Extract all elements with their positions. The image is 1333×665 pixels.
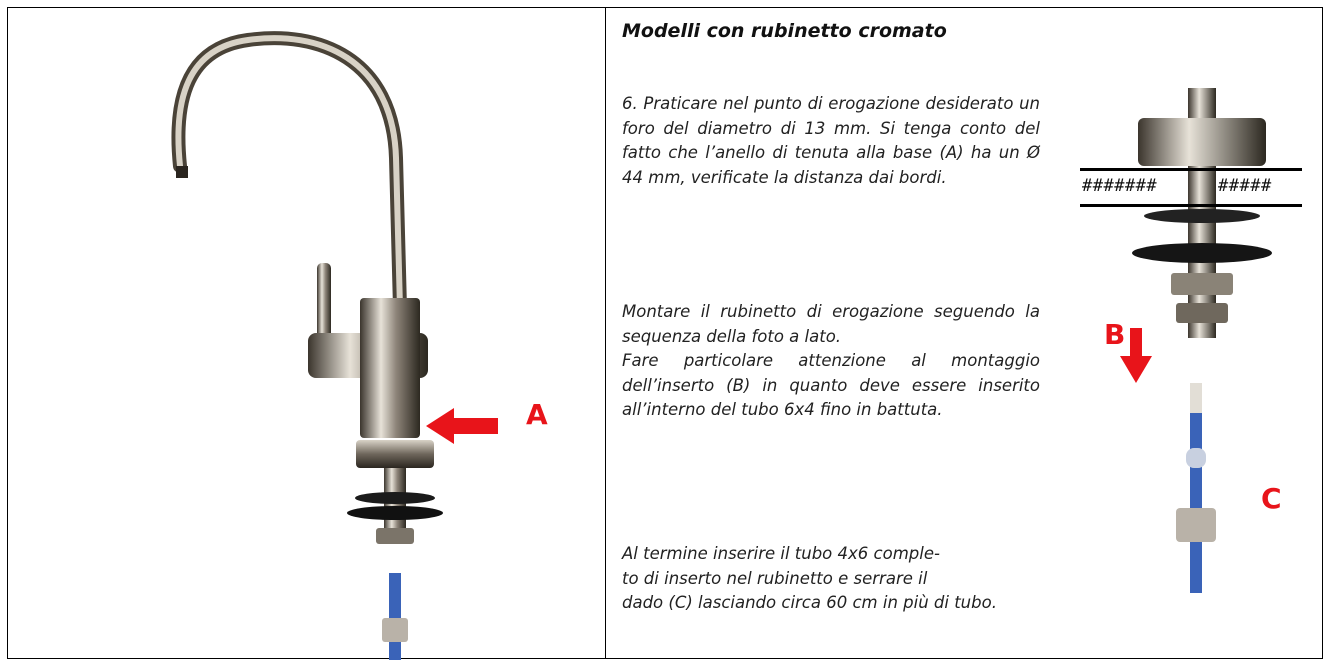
top-rule bbox=[1080, 168, 1302, 171]
assembly-line-1: Montare il rubinetto di erogazione segue… bbox=[622, 302, 1040, 346]
faucet-handle bbox=[317, 263, 331, 338]
gasket-1 bbox=[355, 492, 435, 504]
lock-nut bbox=[1171, 273, 1233, 295]
nut bbox=[376, 528, 414, 544]
assembly-instructions: Montare il rubinetto di erogazione segue… bbox=[622, 300, 1040, 423]
threaded-shank bbox=[384, 468, 406, 543]
faucet-photo-panel: A bbox=[8, 8, 605, 663]
washer-1 bbox=[1144, 209, 1260, 223]
spout-tip bbox=[176, 166, 188, 178]
arrow-a-icon bbox=[426, 408, 498, 444]
label-b: B bbox=[1104, 318, 1126, 351]
placeholder-text-left: ####### bbox=[1082, 176, 1158, 196]
bottom-rule bbox=[1080, 204, 1302, 207]
final-line-1: Al termine inserire il tubo 4x6 comple- bbox=[622, 544, 940, 563]
arrow-b-shaft bbox=[1130, 328, 1142, 358]
gasket-2 bbox=[347, 506, 443, 520]
compression-nut bbox=[1176, 508, 1216, 542]
lock-nut-2 bbox=[1176, 303, 1228, 323]
label-c: C bbox=[1261, 482, 1282, 515]
label-a: A bbox=[526, 398, 548, 431]
tube-nut bbox=[382, 618, 408, 642]
base-flange bbox=[1138, 118, 1266, 166]
document-frame: A Modelli con rubinetto cromato 6. Prati… bbox=[7, 7, 1323, 663]
placeholder-text-right: ##### bbox=[1218, 176, 1272, 196]
instructions-panel: Modelli con rubinetto cromato 6. Pratica… bbox=[606, 8, 1322, 658]
section-heading: Modelli con rubinetto cromato bbox=[622, 20, 947, 42]
washer-2 bbox=[1132, 243, 1272, 263]
arrow-b-icon bbox=[1120, 356, 1152, 383]
water-tube bbox=[389, 573, 401, 663]
final-line-3: dado (C) lasciando circa 60 cm in più di… bbox=[622, 593, 997, 612]
assembly-line-2: Fare particolare attenzione al montaggio… bbox=[622, 351, 1040, 419]
tube-sleeve bbox=[1186, 448, 1206, 468]
final-line-2: to di inserto nel rubinetto e serrare il bbox=[622, 568, 928, 588]
assembly-photo bbox=[1120, 88, 1272, 593]
blue-tube bbox=[1190, 413, 1202, 593]
tube-insert bbox=[1190, 383, 1202, 413]
faucet-photo bbox=[171, 31, 498, 663]
base-ring bbox=[356, 440, 434, 468]
faucet-column bbox=[360, 298, 420, 438]
column-divider bbox=[605, 8, 606, 658]
final-instructions: Al termine inserire il tubo 4x6 comple- … bbox=[622, 542, 1182, 616]
step-6-text: 6. Praticare nel punto di erogazione des… bbox=[622, 94, 1040, 187]
